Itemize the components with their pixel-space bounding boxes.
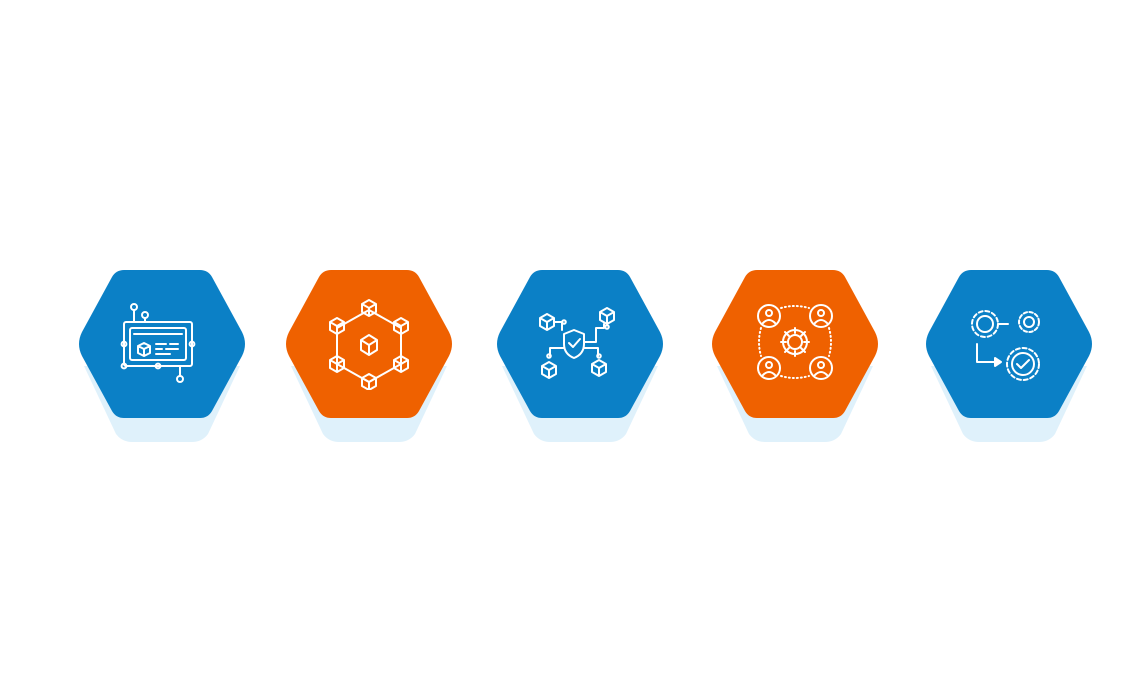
team-collaboration-gear-icon — [753, 298, 837, 390]
hex-tile-2 — [283, 268, 455, 444]
blockchain-network-icon — [327, 298, 411, 390]
hex-tile-5 — [923, 268, 1095, 444]
process-automation-icon — [967, 298, 1051, 390]
secure-block-network-icon — [538, 298, 622, 390]
hex-tile-1 — [76, 268, 248, 444]
hex-tile-3 — [494, 268, 666, 444]
hex-tile-4 — [709, 268, 881, 444]
hex-background — [712, 270, 878, 418]
hex-background — [497, 270, 663, 418]
blockchain-circuit-board-icon — [120, 298, 204, 390]
hex-background — [926, 270, 1092, 418]
